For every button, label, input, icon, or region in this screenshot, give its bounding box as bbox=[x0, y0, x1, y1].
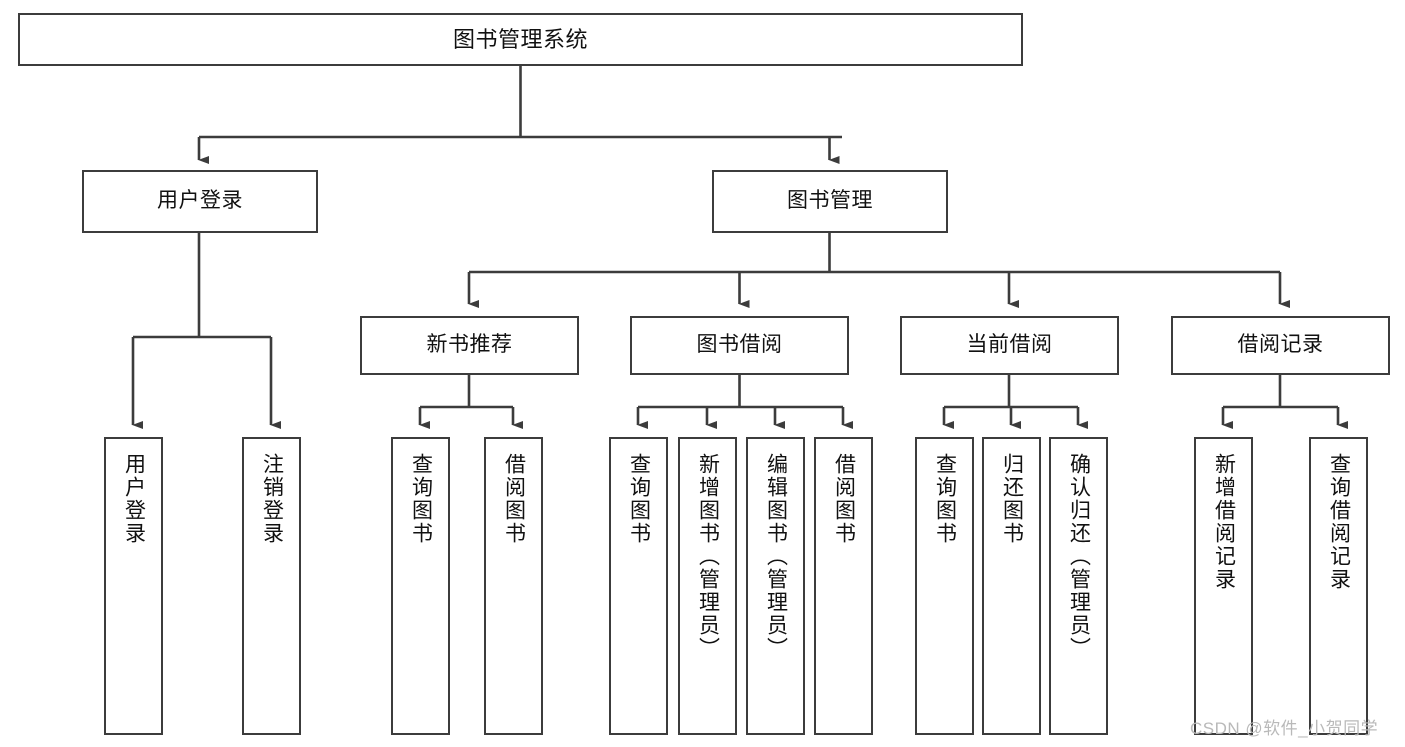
leaf-borrow-do-borrow-book[interactable]: 借阅图书 bbox=[814, 437, 873, 735]
node-label: 归还图书 bbox=[1000, 453, 1024, 545]
node-label: 查询图书 bbox=[627, 453, 651, 545]
node-label: 新增图书（管理员） bbox=[696, 453, 720, 660]
node-user-login[interactable]: 用户登录 bbox=[82, 170, 318, 233]
node-book-borrowing[interactable]: 图书借阅 bbox=[630, 316, 849, 375]
node-label: 借阅图书 bbox=[502, 453, 526, 545]
node-label: 借阅图书 bbox=[832, 453, 856, 545]
csdn-watermark: CSDN @软件_小贺同学 bbox=[1190, 719, 1379, 738]
node-current-borrowing[interactable]: 当前借阅 bbox=[900, 316, 1119, 375]
node-label: 注销登录 bbox=[260, 453, 284, 545]
leaf-user-login[interactable]: 用户登录 bbox=[104, 437, 163, 735]
node-label: 图书管理系统 bbox=[452, 26, 588, 52]
node-root-system[interactable]: 图书管理系统 bbox=[18, 13, 1023, 66]
leaf-record-query-borrow-record[interactable]: 查询借阅记录 bbox=[1309, 437, 1368, 735]
node-label: 用户登录 bbox=[122, 453, 146, 545]
leaf-user-logout[interactable]: 注销登录 bbox=[242, 437, 301, 735]
node-label: 新增借阅记录 bbox=[1212, 453, 1236, 591]
leaf-current-confirm-return-admin[interactable]: 确认归还（管理员） bbox=[1049, 437, 1108, 735]
node-new-book-recommendation[interactable]: 新书推荐 bbox=[360, 316, 579, 375]
leaf-record-add-borrow-record[interactable]: 新增借阅记录 bbox=[1194, 437, 1253, 735]
node-label: 图书管理 bbox=[787, 189, 873, 213]
node-label: 查询图书 bbox=[933, 453, 957, 545]
leaf-current-query-book[interactable]: 查询图书 bbox=[915, 437, 974, 735]
node-label: 图书借阅 bbox=[696, 333, 783, 357]
node-label: 当前借阅 bbox=[966, 333, 1053, 357]
node-label: 查询图书 bbox=[409, 453, 433, 545]
leaf-current-return-book[interactable]: 归还图书 bbox=[982, 437, 1041, 735]
leaf-borrow-query-book[interactable]: 查询图书 bbox=[609, 437, 668, 735]
node-label: 新书推荐 bbox=[426, 333, 513, 357]
leaf-recommend-borrow-book[interactable]: 借阅图书 bbox=[484, 437, 543, 735]
node-borrow-record[interactable]: 借阅记录 bbox=[1171, 316, 1390, 375]
leaf-recommend-query-book[interactable]: 查询图书 bbox=[391, 437, 450, 735]
node-label: 用户登录 bbox=[157, 189, 243, 213]
node-label: 查询借阅记录 bbox=[1327, 453, 1351, 591]
node-book-management[interactable]: 图书管理 bbox=[712, 170, 948, 233]
leaf-borrow-add-book-admin[interactable]: 新增图书（管理员） bbox=[678, 437, 737, 735]
node-label: 确认归还（管理员） bbox=[1067, 453, 1091, 660]
node-label: 借阅记录 bbox=[1237, 333, 1324, 357]
leaf-borrow-edit-book-admin[interactable]: 编辑图书（管理员） bbox=[746, 437, 805, 735]
node-label: 编辑图书（管理员） bbox=[764, 453, 788, 660]
